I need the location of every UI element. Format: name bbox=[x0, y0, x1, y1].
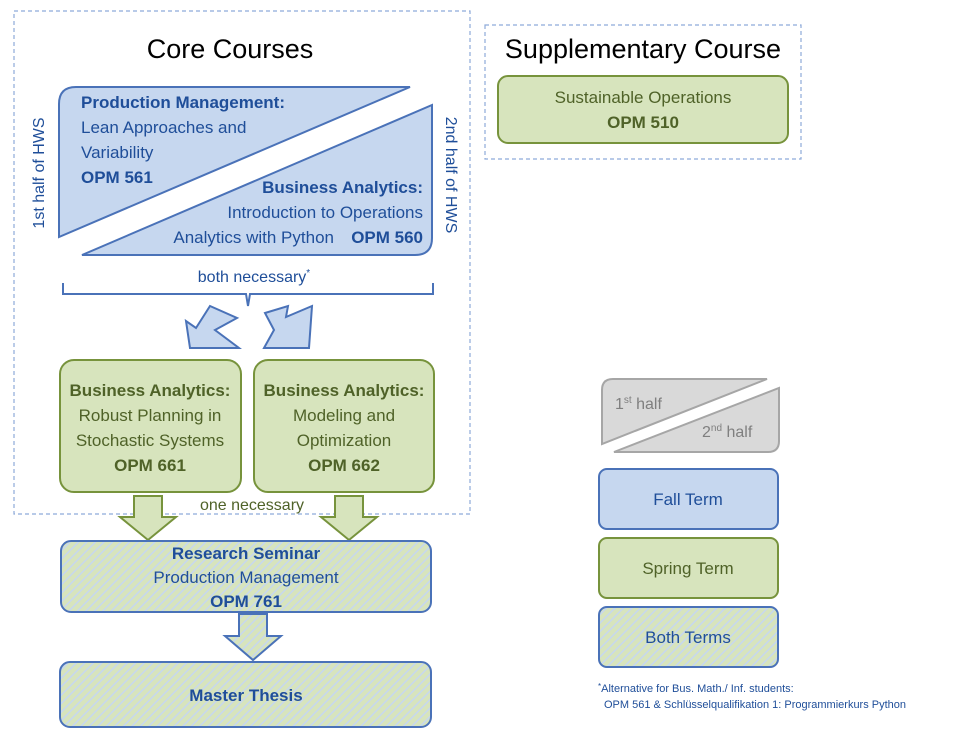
both-necessary-label: both necessary* bbox=[198, 268, 311, 286]
opm510-name: Sustainable Operations bbox=[555, 88, 732, 107]
master-thesis-title: Master Thesis bbox=[189, 686, 302, 705]
opm761-box[interactable] bbox=[60, 540, 432, 613]
supplementary-course-frame bbox=[484, 24, 802, 160]
curly-brace bbox=[62, 283, 434, 307]
opm661-box[interactable] bbox=[59, 359, 242, 493]
legend-spring-term-label: Spring Term bbox=[642, 559, 733, 578]
opm561-title: Production Management: bbox=[81, 93, 285, 112]
legend-fall-term bbox=[598, 468, 779, 530]
footnote-line1: *Alternative for Bus. Math./ Inf. studen… bbox=[598, 682, 794, 695]
footnote-line2: OPM 561 & Schlüsselqualifikation 1: Prog… bbox=[604, 699, 906, 711]
opm561-code: OPM 561 bbox=[81, 168, 153, 187]
opm761-code: OPM 761 bbox=[210, 592, 282, 611]
opm561-half-box[interactable] bbox=[58, 86, 411, 239]
opm662-line2: Optimization bbox=[297, 431, 391, 450]
opm560-title: Business Analytics: bbox=[262, 178, 423, 197]
opm661-line1: Robust Planning in bbox=[79, 406, 222, 425]
second-half-label: 2nd half of HWS bbox=[442, 117, 459, 234]
legend-fall-term-label: Fall Term bbox=[653, 490, 723, 509]
legend-first-half-label: 1st half bbox=[615, 395, 662, 413]
opm561-line1: Lean Approaches and bbox=[81, 118, 246, 137]
legend-both-terms bbox=[598, 606, 779, 668]
one-necessary-label: one necessary bbox=[200, 497, 304, 514]
opm662-title: Business Analytics: bbox=[264, 381, 425, 400]
opm560-code: OPM 560 bbox=[351, 228, 423, 247]
arrow-down-thesis-icon bbox=[222, 613, 284, 662]
core-courses-frame bbox=[13, 10, 471, 515]
legend-both-terms-label: Both Terms bbox=[645, 628, 731, 647]
opm761-title: Research Seminar bbox=[172, 544, 321, 563]
opm510-box[interactable] bbox=[497, 75, 789, 144]
opm662-box[interactable] bbox=[253, 359, 435, 493]
arrow-down-left-icon bbox=[117, 495, 179, 542]
opm510-code: OPM 510 bbox=[607, 113, 679, 132]
opm661-code: OPM 661 bbox=[114, 456, 186, 475]
arrow-right-icon bbox=[262, 304, 314, 349]
arrow-left-icon bbox=[184, 304, 242, 349]
opm662-code: OPM 662 bbox=[308, 456, 380, 475]
legend-spring-term bbox=[598, 537, 779, 599]
legend-second-half-shape bbox=[613, 386, 780, 453]
master-thesis-box[interactable] bbox=[59, 661, 432, 728]
opm662-line1: Modeling and bbox=[293, 406, 395, 425]
opm560-line2: Analytics with Python bbox=[173, 228, 334, 247]
opm661-title: Business Analytics: bbox=[70, 381, 231, 400]
arrow-down-right-icon bbox=[318, 495, 380, 542]
core-courses-title: Core Courses bbox=[147, 34, 314, 64]
opm560-half-box[interactable] bbox=[81, 103, 433, 256]
opm761-line1: Production Management bbox=[153, 568, 339, 587]
opm561-line2: Variability bbox=[81, 143, 154, 162]
legend-second-half-label: 2nd half bbox=[702, 423, 753, 441]
legend-first-half-shape bbox=[601, 378, 768, 446]
opm560-line1: Introduction to Operations bbox=[227, 203, 423, 222]
first-half-label: 1st half of HWS bbox=[31, 117, 48, 228]
opm661-line2: Stochastic Systems bbox=[76, 431, 224, 450]
supplementary-course-title: Supplementary Course bbox=[505, 34, 781, 64]
